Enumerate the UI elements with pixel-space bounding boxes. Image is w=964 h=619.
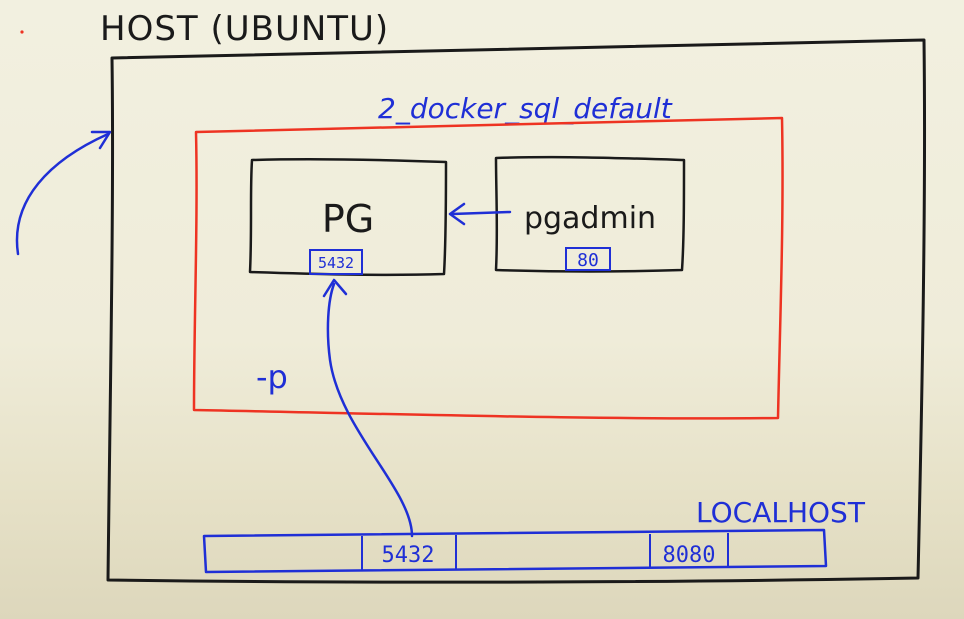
network-name: 2_docker_sql_default xyxy=(378,92,673,125)
pgadmin-container-box xyxy=(494,155,686,273)
pgadmin-port-box xyxy=(565,247,611,271)
red-dot xyxy=(20,30,24,34)
pgadmin-label: pgadmin xyxy=(524,201,656,236)
port-mapping-arrowhead xyxy=(322,278,348,298)
localhost-bar xyxy=(202,528,828,574)
entry-arrow xyxy=(15,132,110,256)
pg-label: PG xyxy=(322,197,374,241)
network-box xyxy=(192,116,784,420)
entry-arrow-head xyxy=(90,130,112,150)
pg-port-label: 5432 xyxy=(318,254,354,272)
localhost-port-5432: 5432 xyxy=(382,543,435,568)
pg-container-box xyxy=(248,157,448,277)
pgadmin-to-pg-arrow xyxy=(450,210,512,216)
pg-port-box xyxy=(309,249,363,275)
pgadmin-to-pg-arrowhead xyxy=(448,202,466,226)
port-flag: -p xyxy=(256,358,288,396)
port-mapping-arrow xyxy=(326,282,414,538)
host-title: HOST (UBUNTU) xyxy=(100,9,389,49)
host-box xyxy=(106,38,927,584)
localhost-label: LOCALHOST xyxy=(696,496,866,529)
pgadmin-port-label: 80 xyxy=(577,250,599,271)
localhost-port-8080: 8080 xyxy=(663,543,716,568)
